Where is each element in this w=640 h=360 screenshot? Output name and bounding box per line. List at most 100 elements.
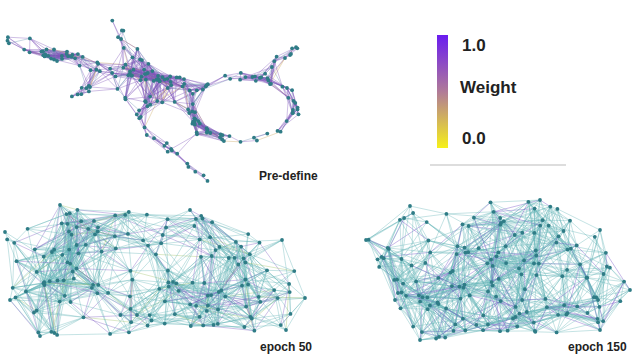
graph-edge [9, 38, 30, 43]
graph-node-dot [89, 68, 93, 72]
graph-node-dot [187, 165, 191, 169]
graph-node-dot [169, 83, 173, 87]
graph-node-dot [269, 82, 273, 86]
graph-node-dot [6, 39, 10, 43]
graph-node-dot [123, 96, 127, 100]
graph-node-dot [129, 74, 133, 78]
graph-node-dot [95, 68, 99, 72]
graph-node-dot [110, 71, 114, 75]
graph-node-dot [239, 140, 243, 144]
graph-node-dot [78, 64, 82, 68]
graph-node-dot [296, 106, 300, 110]
graph-edge [168, 210, 191, 219]
graph-node-dot [73, 56, 77, 60]
graph-node-dot [70, 95, 74, 99]
graph-node-dot [28, 37, 32, 41]
graph-edge [131, 246, 149, 271]
graph-node-dot [135, 113, 139, 117]
graph-node-dot [81, 55, 85, 59]
graph-node-dot [290, 88, 294, 92]
graph-node-dot [272, 59, 276, 63]
graph-node-dot [178, 76, 182, 80]
graph-node-dot [195, 131, 199, 135]
graph-node-dot [293, 101, 297, 105]
graph-node-dot [285, 119, 289, 123]
graph-node-dot [205, 126, 209, 130]
graph-node-dot [182, 77, 186, 81]
graph-node-dot [45, 48, 49, 52]
graph-node-dot [222, 139, 226, 143]
graph-node-dot [166, 86, 170, 90]
graph-edge [143, 235, 163, 240]
graph-node-dot [156, 74, 160, 78]
colorbar [437, 35, 448, 148]
graph-node-dot [191, 92, 195, 96]
graph-node-dot [286, 96, 290, 100]
graph-node-dot [270, 65, 274, 69]
graph-edge [172, 150, 188, 163]
graph-node-dot [285, 86, 289, 90]
graph-node-dot [147, 62, 151, 66]
graph-node-dot [218, 136, 222, 140]
graph-node-dot [275, 55, 279, 59]
graph-node-dot [201, 88, 205, 92]
graph-node-dot [208, 131, 212, 135]
graph-node-dot [85, 86, 89, 90]
graph-node-dot [76, 52, 80, 56]
graph-node-dot [80, 86, 84, 90]
graph-edge [161, 243, 215, 250]
epoch50-graph [3, 203, 307, 338]
graph-node-dot [137, 108, 141, 112]
graph-node-dot [170, 149, 174, 153]
graph-node-dot [289, 52, 293, 56]
graph-node-dot [194, 117, 198, 121]
graph-edge [77, 210, 128, 212]
graph-node-dot [71, 53, 75, 57]
graph-node-dot [253, 75, 257, 79]
graph-node-dot [198, 122, 202, 126]
graph-node-dot [283, 56, 287, 60]
graph-node-dot [182, 82, 186, 86]
graph-edge [132, 254, 156, 279]
graph-node-dot [193, 170, 197, 174]
graph-node-dot [244, 75, 248, 79]
graph-node-dot [206, 179, 210, 183]
graph-node-dot [290, 46, 294, 50]
graph-node-dot [121, 66, 125, 70]
graph-edge [224, 141, 241, 142]
graph-node-dot [116, 87, 120, 91]
graph-node-dot [43, 55, 47, 59]
graph-node-dot [79, 92, 83, 96]
graph-node-dot [202, 173, 206, 177]
graph-node-dot [131, 55, 135, 59]
graph-node-dot [22, 48, 26, 52]
graph-node-dot [158, 79, 162, 83]
graph-node-dot [263, 72, 267, 76]
graph-node-dot [49, 57, 53, 61]
graph-node-dot [175, 152, 179, 156]
graph-node-dot [143, 99, 147, 103]
graph-edge [112, 21, 124, 48]
graph-node-dot [146, 71, 150, 75]
graph-node-dot [28, 50, 32, 54]
graph-node-dot [6, 35, 10, 39]
graph-node-dot [297, 112, 301, 116]
graph-node-dot [139, 78, 143, 82]
graph-node-dot [266, 76, 270, 80]
graph-node-dot [116, 35, 120, 39]
graph-edge [147, 135, 168, 152]
graph-node-dot [205, 83, 209, 87]
predefined-graph [6, 19, 301, 183]
graph-node-dot [255, 139, 259, 143]
graph-node-dot [148, 95, 152, 99]
graph-node-dot [122, 46, 126, 50]
graph-edge [84, 315, 138, 317]
graph-edge [14, 223, 62, 243]
graph-node-dot [66, 55, 70, 59]
graph-node-dot [142, 68, 146, 72]
graph-edge [187, 164, 207, 181]
graph-edge [89, 89, 118, 92]
graph-node-dot [137, 116, 141, 120]
graph-node-dot [185, 162, 189, 166]
